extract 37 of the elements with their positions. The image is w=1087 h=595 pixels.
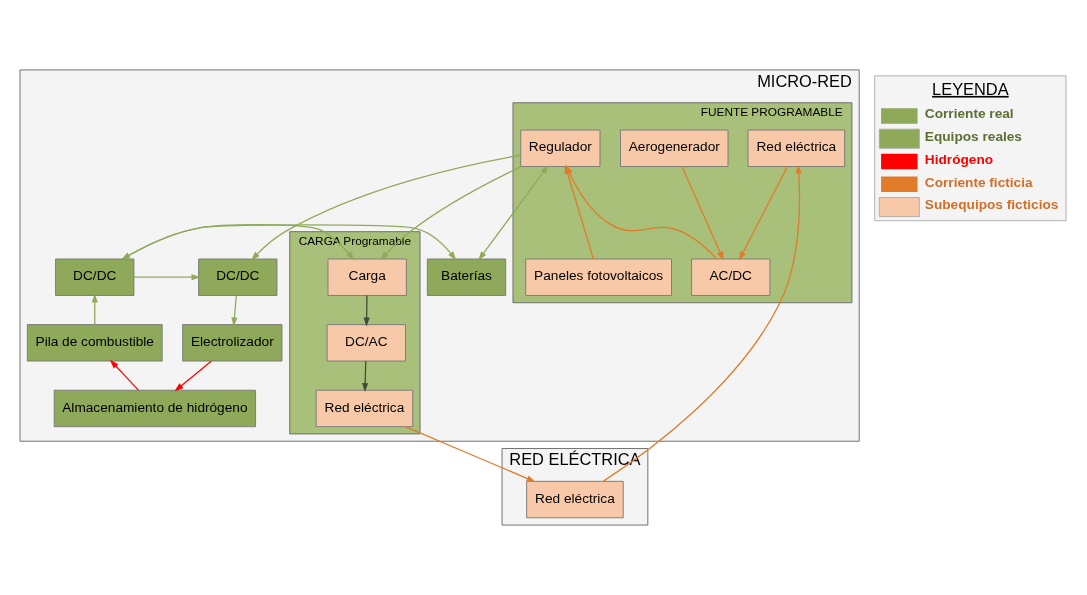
node-box: Pila de combustible [26, 324, 163, 362]
arrow [251, 154, 522, 261]
arrow [91, 293, 98, 326]
legend-label: Corriente real [924, 106, 1014, 122]
legend-label: Hidrógeno [924, 151, 994, 167]
node-box: DC/DC [198, 258, 278, 296]
arrow [478, 165, 549, 261]
node-box: Almacenamiento de hidrógeno [53, 389, 257, 428]
arrow [681, 165, 724, 261]
node-box: DC/DC [55, 258, 135, 296]
node-box: Paneles fotovoltaicos [525, 258, 672, 296]
node-box: Aerogenerador [620, 129, 729, 167]
node-box: Red eléctrica [747, 129, 846, 167]
node-box: Red eléctrica [526, 480, 624, 519]
arrow [109, 359, 140, 391]
arrow [738, 165, 788, 261]
arrow [133, 274, 201, 281]
legend-label: Equipos reales [924, 129, 1022, 145]
node-box: Red eléctrica [315, 389, 414, 428]
arrow [404, 426, 536, 482]
legend-label: Corriente ficticia [924, 174, 1033, 190]
node-box: Electrolizador [182, 324, 283, 362]
legend-label: Subequipos ficticios [924, 197, 1059, 213]
node-box: DC/AC [326, 324, 406, 362]
node-box: Regulador [520, 129, 601, 167]
arrow [362, 360, 369, 393]
arrow [122, 224, 355, 261]
arrow [231, 294, 238, 327]
node-box: AC/DC [691, 258, 771, 296]
arrow [121, 224, 457, 261]
arrow [174, 360, 212, 392]
arrow [363, 294, 370, 327]
label: LEYENDA [932, 79, 1009, 98]
node-box: Carga [327, 258, 407, 296]
arrow [602, 164, 802, 482]
arrow [380, 165, 522, 261]
node-box: Baterías [426, 258, 507, 296]
